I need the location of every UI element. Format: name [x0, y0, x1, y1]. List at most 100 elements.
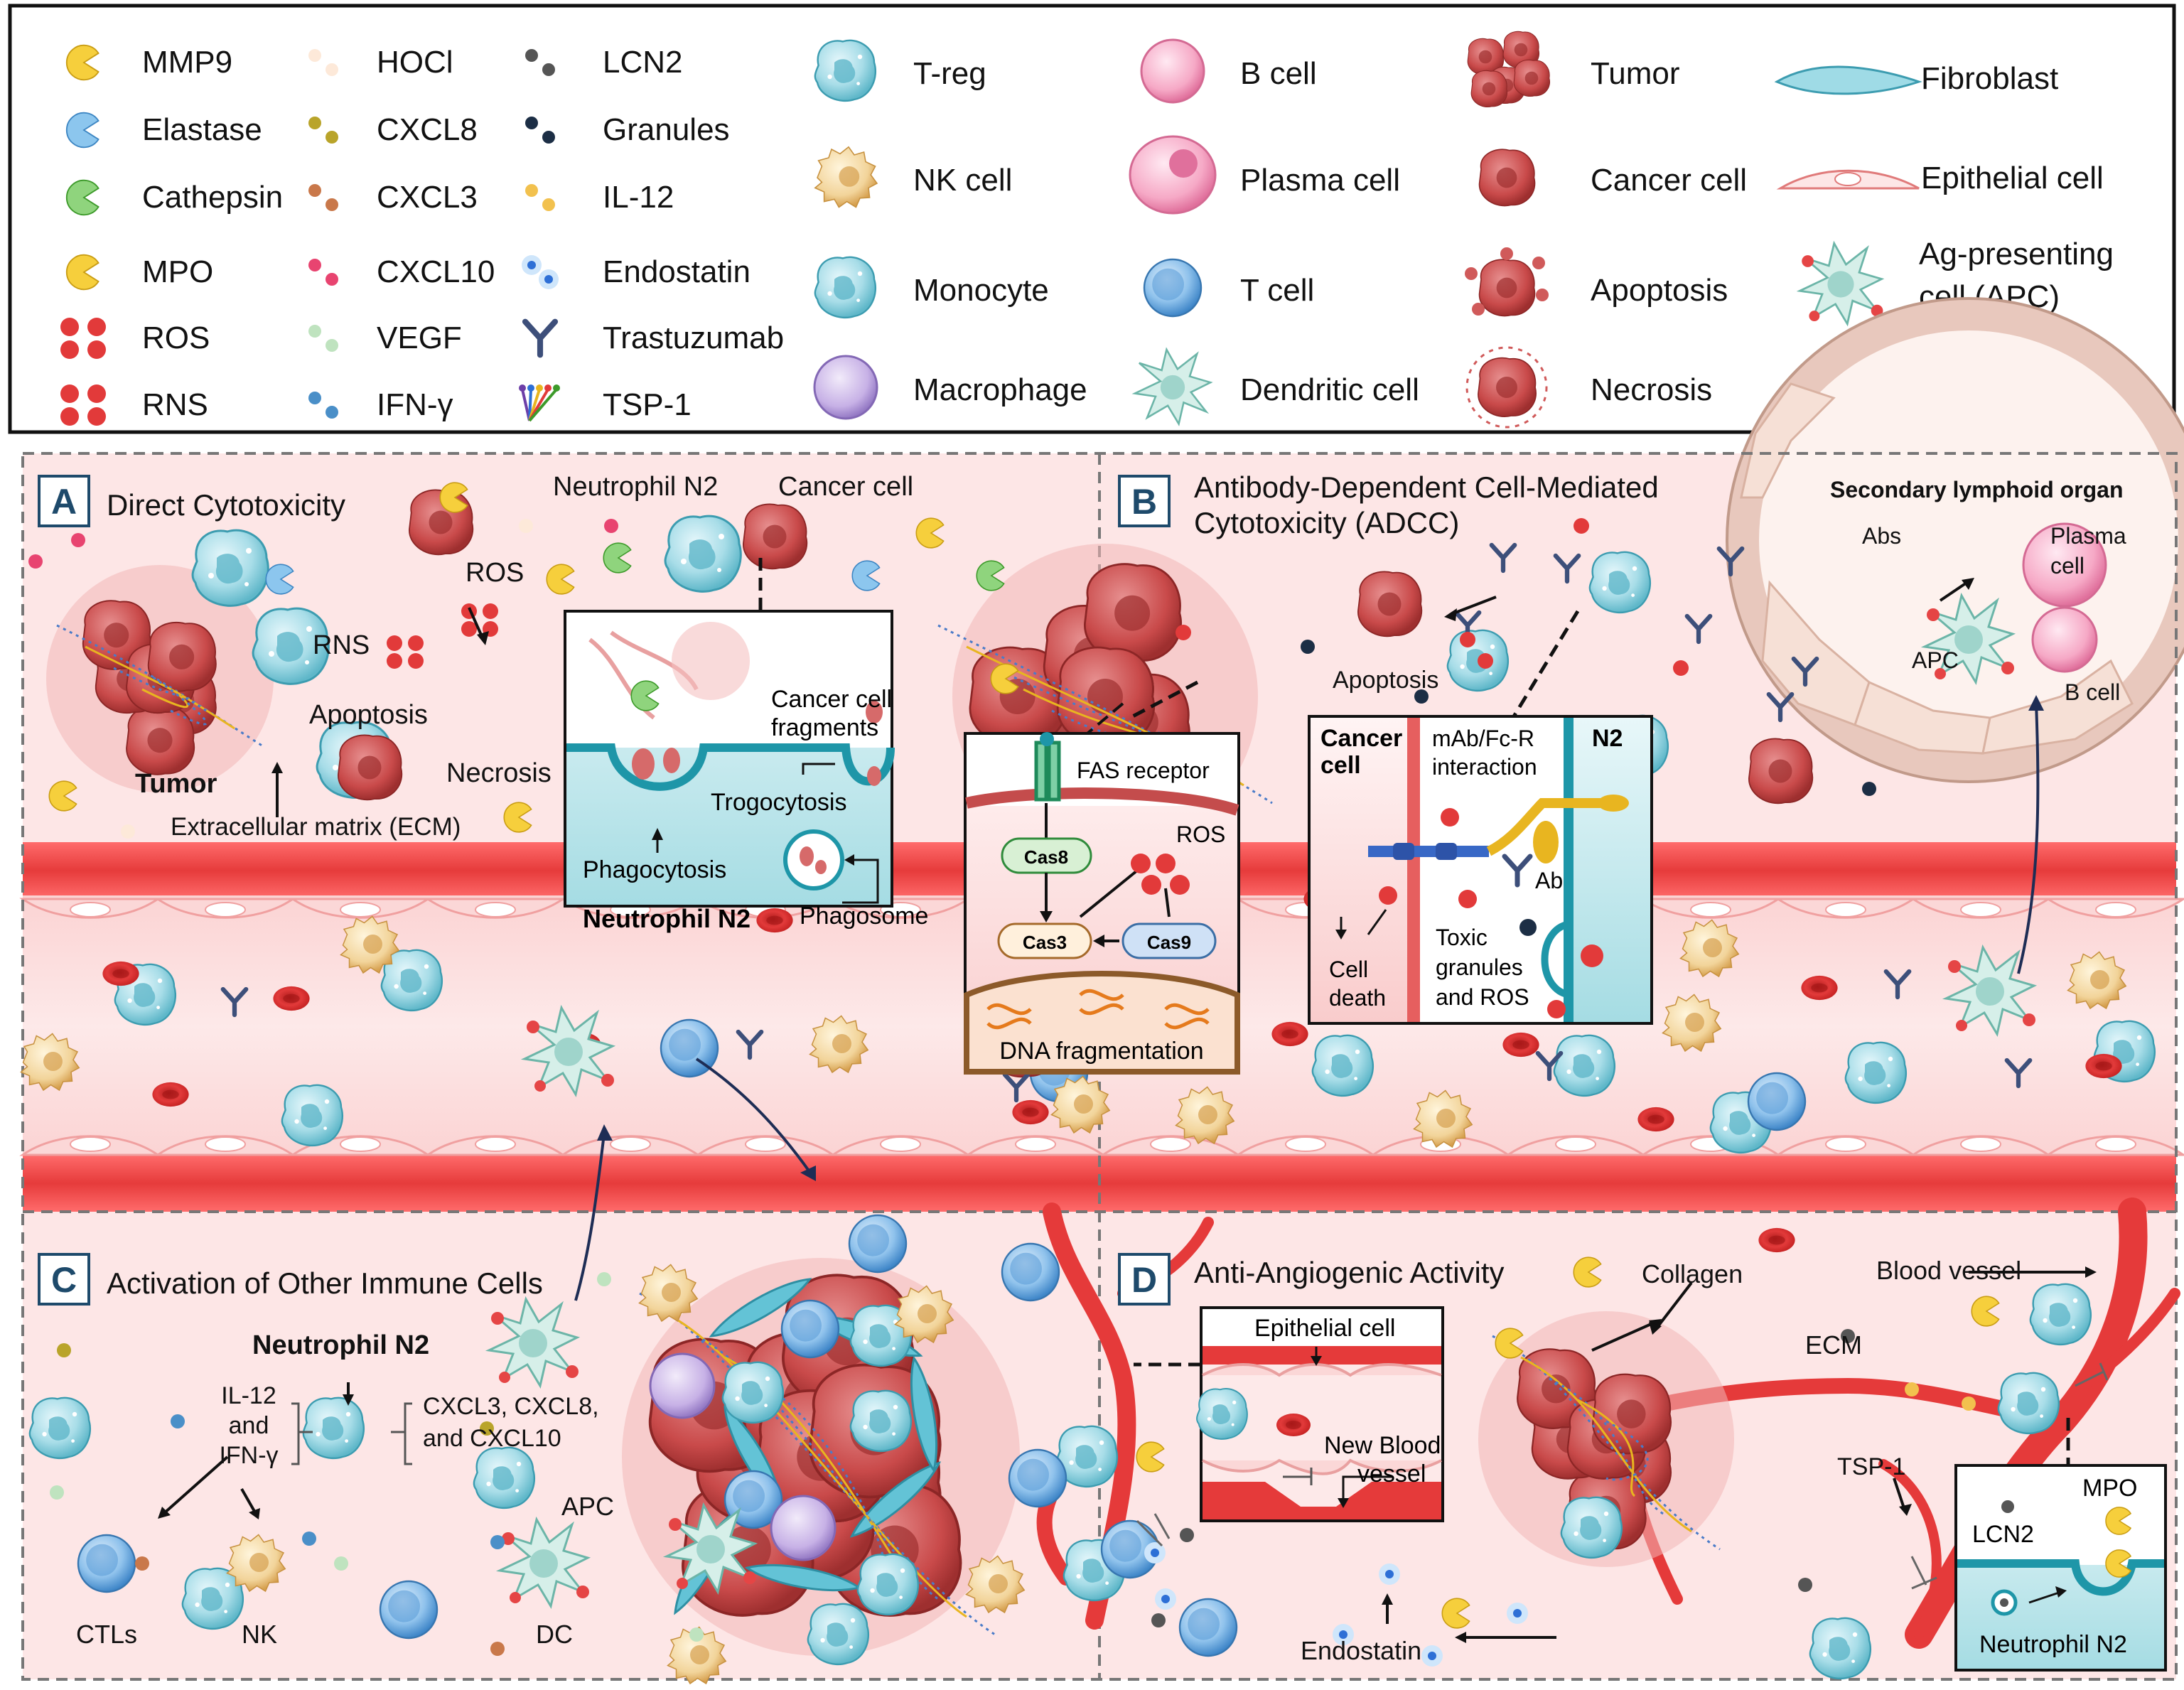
inset-fas-pathway: Cas8 Cas3 Cas9 FAS receptor ROS DNA frag… [964, 732, 1240, 1075]
label-collagen: Collagen [1642, 1259, 1743, 1288]
legend-label-col1: Elastase [142, 112, 262, 147]
label-mab-2: interaction [1432, 754, 1537, 780]
label-cas8: Cas8 [1024, 846, 1068, 868]
plasma-cell [2022, 522, 2107, 608]
molecule-dot [50, 1485, 64, 1500]
ecm-fiber [994, 667, 1216, 769]
legend-label-col1: MPO [142, 254, 213, 289]
label-ifng: IFN-γ [219, 1442, 278, 1469]
label-ros-a: ROS [466, 558, 524, 588]
radical-icon [483, 603, 498, 619]
t-cell [379, 1580, 439, 1640]
ecm-fiber [937, 624, 1273, 804]
neutrophil [1997, 1372, 2060, 1435]
epithelial-nucleus [745, 1136, 786, 1152]
epithelial-nucleus [2095, 1136, 2136, 1152]
red-blood-cell [1801, 975, 1838, 1001]
radical-icon [1478, 653, 1493, 669]
b-cell [2031, 606, 2098, 673]
rns-icon [87, 384, 106, 403]
plasma-cell-icon [1129, 135, 1217, 215]
legend-label-col6: Necrosis [1591, 372, 1712, 407]
label-dna-fragmentation: DNA fragmentation [999, 1038, 1203, 1065]
molecule-dot [490, 1535, 505, 1549]
panel-a-title: Direct Cytotoxicity [107, 488, 345, 522]
label-tsp1: TSP-1 [1837, 1453, 1905, 1480]
epithelial-nucleus [1960, 902, 2001, 917]
legend-label-col5: B cell [1240, 56, 1317, 91]
neutrophil [721, 1361, 785, 1424]
ecm-fiber [113, 667, 207, 712]
hocl-icon [326, 63, 338, 76]
label-cell-death-1: Cell [1329, 957, 1368, 982]
black-arrows [162, 580, 2089, 1639]
panel-c-title: Activation of Other Immune Cells [107, 1266, 543, 1300]
label-cxcl-2: and CXCL10 [423, 1425, 561, 1452]
rns-icon [60, 384, 79, 403]
panel-c-labels: Activation of Other Immune Cells Neutrop… [76, 1266, 614, 1649]
label-fas-ros: ROS [1176, 822, 1225, 847]
endostatin-icon [1151, 1549, 1159, 1557]
tsp1-icon [527, 384, 534, 392]
panel-letter-c: C [51, 1260, 77, 1300]
molecule-dot [1841, 1329, 1855, 1343]
b-cell-icon [1140, 38, 1205, 104]
endostatin-icon [1428, 1652, 1436, 1660]
label-apoptosis-a: Apoptosis [309, 700, 428, 730]
endostatin-icon [1385, 1570, 1394, 1578]
epithelial-nucleus [340, 1136, 381, 1152]
legend-label-col2: IFN-γ [377, 387, 453, 422]
plasma-cell-icon [1169, 149, 1198, 178]
t-cell [1178, 1598, 1238, 1657]
radical-icon [1176, 625, 1191, 640]
neutrophil [1844, 1041, 1908, 1104]
label-adcc-cancer-2: cell [1320, 752, 1361, 779]
label-adcc-cancer-1: Cancer [1320, 725, 1402, 752]
epithelial-nucleus [880, 1136, 921, 1152]
molecule-dot [1180, 1528, 1194, 1542]
neutrophil [664, 515, 742, 593]
molecule-dot [490, 1642, 505, 1656]
molecule-dot [1862, 782, 1876, 796]
label-mpo: MPO [2082, 1475, 2137, 1502]
legend-label-col4: T-reg [913, 56, 986, 91]
neutrophil [473, 1446, 536, 1509]
epithelial-nucleus [475, 902, 516, 917]
neutrophil [191, 529, 269, 607]
label-cas9: Cas9 [1147, 932, 1191, 953]
label-bcell-b: B cell [2065, 679, 2120, 705]
legend-label-col3: TSP-1 [603, 387, 692, 422]
panel-letter-d: D [1131, 1260, 1157, 1300]
apoptosis-icon [1536, 289, 1549, 301]
fibroblast [849, 1461, 942, 1538]
molecule-dot [689, 1627, 704, 1642]
cancer-cell [1357, 571, 1423, 637]
legend-label-col7: Ag-presenting [1919, 237, 2114, 271]
legend-label-col2: CXCL3 [377, 180, 478, 215]
label-rns-a: RNS [313, 630, 370, 660]
molecule-dot [334, 1556, 348, 1571]
label-toxic-3: and ROS [1436, 984, 1529, 1010]
radical-icon [461, 621, 477, 637]
endostatin-icon [1513, 1609, 1522, 1618]
molecule-dot [1414, 689, 1429, 704]
ros-icon [60, 340, 79, 359]
t-cell [1747, 1072, 1807, 1131]
panel-c-brackets [291, 1402, 412, 1465]
molecule-dot [71, 533, 85, 547]
epithelial-nucleus [1150, 1136, 1191, 1152]
label-necrosis-a: Necrosis [446, 758, 552, 788]
ecm-fiber [1605, 1420, 1649, 1481]
label-inset-neutrophil-d: Neutrophil N2 [1979, 1631, 2127, 1658]
epithelial-nucleus [1825, 1136, 1866, 1152]
panel-b-title-1: Antibody-Dependent Cell-Mediated [1194, 470, 1659, 504]
red-blood-cell [102, 961, 139, 986]
legend-label-col1: RNS [142, 387, 208, 422]
treg-icon [814, 39, 877, 102]
molecule-dot [28, 554, 43, 569]
neutrophil [1588, 551, 1652, 614]
label-cancer-cell-fragments-1: Cancer cell [771, 686, 892, 713]
label-dc: DC [536, 1620, 573, 1649]
epithelial-nucleus [205, 902, 246, 917]
